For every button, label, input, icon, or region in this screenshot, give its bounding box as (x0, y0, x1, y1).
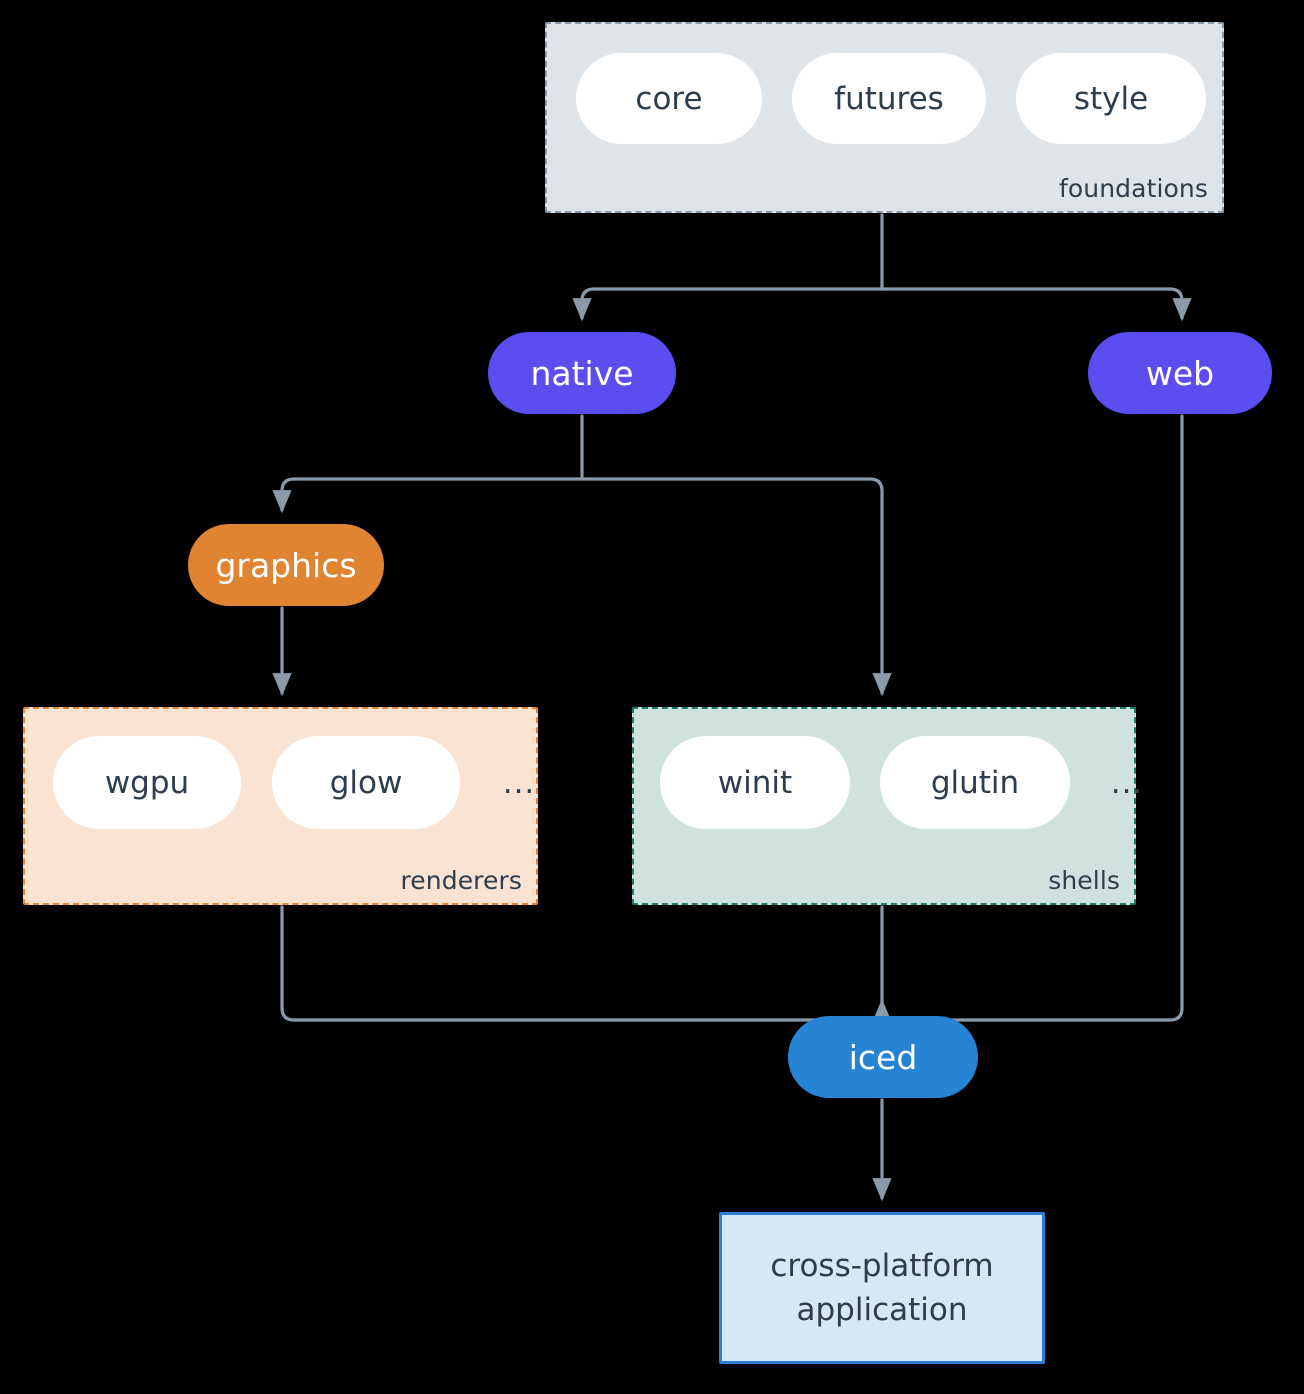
node-graphics[interactable]: graphics (188, 524, 384, 606)
leaf-glutin[interactable]: glutin (880, 736, 1070, 829)
cluster-renderers: wgpu glow ... renderers (23, 707, 538, 905)
cluster-label-renderers: renderers (400, 866, 522, 895)
leaf-style[interactable]: style (1016, 53, 1206, 144)
edge-native-to-graphics (272, 477, 584, 514)
shells-ellipsis: ... (1110, 764, 1144, 801)
renderers-ellipsis: ... (502, 764, 536, 801)
edge-foundations-to-native (572, 287, 884, 322)
cluster-label-shells: shells (1048, 866, 1120, 895)
node-web[interactable]: web (1088, 332, 1272, 414)
edge-foundations-to-web (880, 287, 1192, 322)
leaf-core[interactable]: core (576, 53, 762, 144)
foundations-leaf-row: core futures style (576, 53, 1206, 144)
node-iced[interactable]: iced (788, 1016, 978, 1098)
leaf-glow[interactable]: glow (272, 736, 460, 829)
node-native[interactable]: native (488, 332, 676, 414)
shells-leaf-row: winit glutin ... (660, 736, 1154, 829)
leaf-futures[interactable]: futures (792, 53, 986, 144)
cluster-shells: winit glutin ... shells (632, 707, 1142, 905)
leaf-winit[interactable]: winit (660, 736, 850, 829)
edge-native-to-shells (580, 477, 892, 697)
renderers-leaf-row: wgpu glow ... (53, 736, 547, 829)
app-label-line2: application (796, 1292, 968, 1328)
app-label-line1: cross-platform (770, 1247, 994, 1284)
node-cross-platform-application[interactable]: cross-platform application (719, 1212, 1045, 1364)
cluster-label-foundations: foundations (1059, 174, 1208, 203)
cluster-foundations: core futures style foundations (545, 22, 1224, 213)
edge-renderers-to-iced (280, 905, 884, 1022)
leaf-wgpu[interactable]: wgpu (53, 736, 241, 829)
